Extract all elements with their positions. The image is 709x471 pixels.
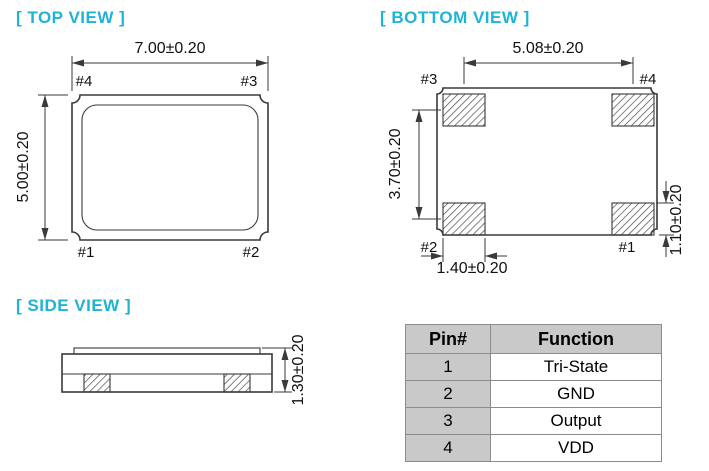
top-view-pin2-label: #2: [243, 244, 260, 261]
top-view-pin4-label: #4: [76, 73, 93, 90]
table-row: 3 Output: [405, 407, 662, 435]
pad-hatched: [83, 373, 111, 393]
table-row: 1 Tri-State: [405, 353, 662, 381]
pin-function: Tri-State: [490, 353, 662, 381]
pad-hatched: [223, 373, 251, 393]
pin-number-header: Pin#: [405, 324, 491, 354]
side-view-height-dim: 1.30±0.20: [290, 334, 307, 405]
table-row: 4 VDD: [405, 434, 662, 462]
top-view-pin3-label: #3: [241, 73, 258, 90]
pin-number: 2: [405, 380, 491, 408]
table-header-row: Pin# Function: [405, 324, 662, 354]
pin-function: VDD: [490, 434, 662, 462]
pin-number: 4: [405, 434, 491, 462]
top-view-pin1-label: #1: [78, 244, 95, 261]
pin-number: 1: [405, 353, 491, 381]
pin-number: 3: [405, 407, 491, 435]
side-view-drawing: 1.30±0.20: [61, 334, 307, 406]
pin-function-table: Pin# Function 1 Tri-State 2 GND 3 Output…: [405, 324, 662, 462]
function-header: Function: [490, 324, 662, 354]
bottom-view-pad-height-dim: 1.10±0.20: [668, 184, 685, 255]
pin-function: Output: [490, 407, 662, 435]
top-view-width-dim: 7.00±0.20: [134, 40, 205, 57]
bottom-view-drawing: 5.08±0.20 3.70±0.20 1.40±0.20 1.10±0.20 …: [387, 40, 685, 277]
side-view-title: [ SIDE VIEW ]: [16, 296, 132, 315]
top-view-lid-outline: [81, 104, 259, 231]
pad-hatched: [611, 202, 655, 236]
bottom-view-pitch-y-dim: 3.70±0.20: [387, 128, 404, 199]
top-view-height-dim: 5.00±0.20: [15, 131, 32, 202]
side-view-lid-outline: [73, 347, 261, 355]
pad-hatched: [442, 202, 486, 236]
top-view-title: [ TOP VIEW ]: [16, 8, 126, 27]
pad-hatched: [442, 93, 486, 127]
bottom-view-pin2-label: #2: [421, 239, 438, 256]
bottom-view-pin4-label: #4: [640, 71, 657, 88]
top-view-drawing: 7.00±0.20 5.00±0.20 #4 #3 #1 #2: [15, 40, 269, 261]
pad-hatched: [611, 93, 655, 127]
bottom-view-pin1-label: #1: [619, 239, 636, 256]
bottom-view-pad-width-dim: 1.40±0.20: [436, 260, 507, 277]
bottom-view-pin3-label: #3: [421, 71, 438, 88]
pin-function: GND: [490, 380, 662, 408]
bottom-view-title: [ BOTTOM VIEW ]: [380, 8, 530, 27]
bottom-view-pitch-x-dim: 5.08±0.20: [512, 40, 583, 57]
top-view-body-outline: [71, 94, 269, 241]
table-row: 2 GND: [405, 380, 662, 408]
